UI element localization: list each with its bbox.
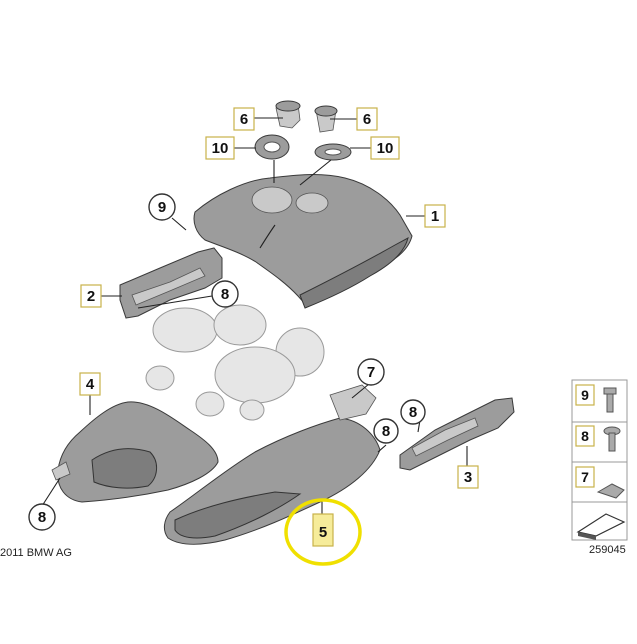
legend-clip-7: 7 — [571, 461, 628, 503]
legend-shield-symbol — [571, 501, 628, 541]
leader-lines — [41, 117, 468, 514]
heat-shield-lower-part-5 — [163, 384, 381, 545]
svg-text:2: 2 — [87, 288, 95, 305]
sealing-ring-left — [254, 134, 290, 160]
callout-4: 4 — [79, 372, 101, 396]
callout-6-left: 6 — [233, 107, 255, 131]
grommet-left — [275, 100, 301, 129]
sealing-ring-right — [314, 143, 352, 161]
callout-6-right: 6 — [356, 107, 378, 131]
svg-text:6: 6 — [363, 111, 371, 128]
callout-7-circle: 7 — [357, 358, 385, 386]
heat-shield-left-part-4 — [51, 401, 219, 503]
callout-2: 2 — [80, 284, 102, 308]
callout-8-lower-left: 8 — [28, 503, 56, 531]
svg-text:7: 7 — [581, 469, 589, 485]
svg-text:8: 8 — [221, 286, 229, 303]
callout-10-right: 10 — [370, 136, 400, 160]
svg-text:5: 5 — [319, 524, 327, 541]
callout-9-circle: 9 — [148, 193, 176, 221]
svg-text:4: 4 — [86, 376, 95, 393]
grommet-right — [314, 105, 338, 133]
image-number: 259045 — [589, 544, 626, 556]
legend-fastener-9: 9 — [571, 379, 628, 423]
svg-text:10: 10 — [212, 140, 229, 157]
callout-5-highlighted[interactable]: 5 — [284, 498, 362, 566]
callout-3: 3 — [457, 465, 479, 489]
svg-text:1: 1 — [431, 208, 439, 225]
svg-text:6: 6 — [240, 111, 248, 128]
svg-text:9: 9 — [581, 387, 589, 403]
svg-text:8: 8 — [409, 404, 417, 421]
turbochargers — [145, 304, 325, 421]
svg-text:9: 9 — [158, 199, 166, 216]
svg-text:8: 8 — [581, 428, 589, 444]
copyright-text: 2011 BMW AG — [0, 547, 72, 559]
svg-text:8: 8 — [382, 423, 390, 440]
highlight-ring — [284, 498, 362, 566]
svg-text:7: 7 — [367, 364, 375, 381]
screw-icon — [603, 426, 621, 452]
callout-1: 1 — [424, 204, 446, 228]
callout-10-left: 10 — [205, 136, 235, 160]
heat-shield-bracket-part-2 — [119, 247, 223, 319]
bolt-icon — [603, 387, 617, 413]
heat-shield-bracket-part-3 — [399, 397, 515, 471]
svg-text:10: 10 — [377, 140, 394, 157]
heat-shield-upper-part-1 — [193, 174, 413, 309]
svg-text:8: 8 — [38, 509, 46, 526]
legend-fastener-8: 8 — [571, 421, 628, 463]
clip-icon — [596, 483, 625, 499]
svg-text:3: 3 — [464, 469, 472, 486]
callout-8-upper: 8 — [211, 280, 239, 308]
callout-8-right-stack: 8 8 — [373, 399, 426, 444]
